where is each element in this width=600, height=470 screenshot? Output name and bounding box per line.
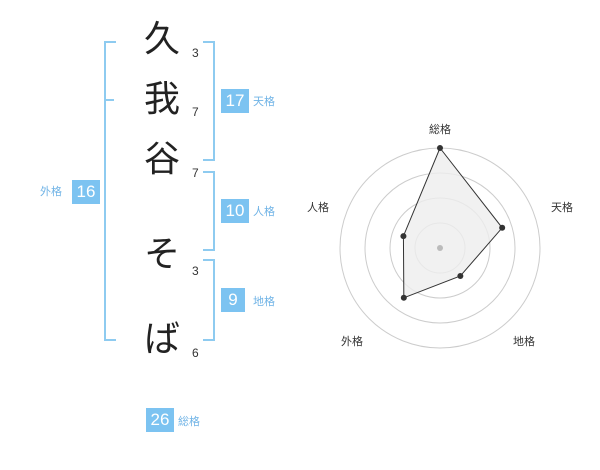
jinkaku-value: 10 bbox=[221, 199, 249, 223]
stroke-count-4: 3 bbox=[192, 264, 199, 278]
name-char-5: ば bbox=[143, 319, 180, 360]
stroke-count-5: 6 bbox=[192, 346, 199, 360]
radar-polygon bbox=[402, 147, 503, 299]
soukaku-label: 総格 bbox=[178, 415, 200, 428]
tenkaku-bracket bbox=[203, 41, 215, 161]
stroke-count-3: 7 bbox=[192, 166, 199, 180]
stroke-count-2: 7 bbox=[192, 105, 199, 119]
tenkaku-label: 天格 bbox=[253, 95, 275, 108]
gaikaku-bracket bbox=[104, 41, 116, 341]
chikaku-label: 地格 bbox=[253, 295, 275, 308]
name-char-4: そ bbox=[143, 234, 180, 275]
radar-label-gaikaku: 外格 bbox=[341, 335, 363, 348]
radar-point-4 bbox=[400, 233, 407, 240]
radar-center-dot bbox=[437, 245, 443, 251]
radar-point-3 bbox=[400, 294, 407, 301]
name-char-2: 我 bbox=[143, 79, 180, 120]
chikaku-bracket bbox=[203, 259, 215, 341]
soukaku-value: 26 bbox=[146, 408, 174, 432]
name-char-1: 久 bbox=[143, 19, 180, 60]
chikaku-value: 9 bbox=[221, 288, 245, 312]
name-char-3: 谷 bbox=[143, 139, 180, 180]
radar-label-soukaku: 総格 bbox=[429, 123, 451, 136]
radar-label-tenkaku: 天格 bbox=[551, 201, 573, 214]
gaikaku-label: 外格 bbox=[40, 185, 62, 198]
radar-label-jinkaku: 人格 bbox=[307, 201, 329, 214]
radar-point-0 bbox=[437, 145, 443, 151]
tenkaku-value: 17 bbox=[221, 89, 249, 113]
radar-point-1 bbox=[499, 224, 506, 231]
gaikaku-value: 16 bbox=[72, 180, 100, 204]
radar-point-2 bbox=[457, 273, 464, 280]
stroke-count-1: 3 bbox=[192, 46, 199, 60]
gaikaku-bracket-tick bbox=[104, 99, 114, 101]
jinkaku-bracket bbox=[203, 171, 215, 251]
radar-label-chikaku: 地格 bbox=[513, 335, 535, 348]
jinkaku-label: 人格 bbox=[253, 205, 275, 218]
